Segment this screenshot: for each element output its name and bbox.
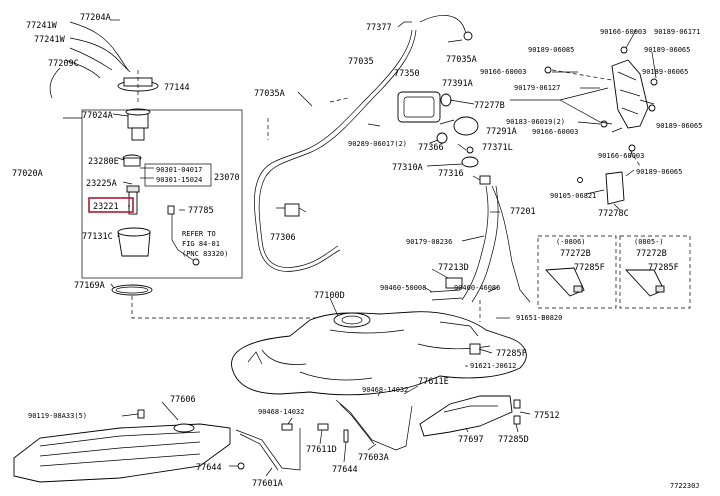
label-77316: 77316 bbox=[438, 169, 464, 179]
label-23225A: 23225A bbox=[86, 179, 117, 189]
label-77644: 77644 bbox=[196, 463, 222, 473]
tank-group bbox=[231, 297, 527, 396]
label-footer-code: 772230J bbox=[670, 482, 700, 490]
label-90183-06019: 90183-06019(2) bbox=[506, 118, 565, 126]
label-91651-B0820: 91651-B0820 bbox=[516, 314, 562, 322]
label-77278C: 77278C bbox=[598, 209, 629, 219]
label-77285F-a: 77285F bbox=[574, 263, 605, 273]
label-77306: 77306 bbox=[270, 233, 296, 243]
label-77169A: 77169A bbox=[74, 281, 105, 291]
label-77285F-b: 77285F bbox=[648, 263, 679, 273]
label-77035A-top: 77035A bbox=[446, 55, 477, 65]
label-90189-06085: 90189-06085 bbox=[528, 46, 574, 54]
label-77366: 77366 bbox=[418, 143, 444, 153]
label-77144: 77144 bbox=[164, 83, 190, 93]
label-90301-15024: 90301-15024 bbox=[156, 176, 202, 184]
label-refer-1: REFER TO bbox=[182, 230, 216, 238]
label-90189-06171: 90189-06171 bbox=[654, 28, 700, 36]
label-77201: 77201 bbox=[510, 207, 536, 217]
label-90189-06065-b: 90189-06065 bbox=[642, 68, 688, 76]
label-90460-46086: 90460-46086 bbox=[454, 284, 500, 292]
label-90105-06821: 90105-06821 bbox=[550, 192, 596, 200]
label-77209C: 77209C bbox=[48, 59, 79, 69]
label-77606: 77606 bbox=[170, 395, 196, 405]
label-90189-06065-d: 90189-06065 bbox=[636, 168, 682, 176]
label-77213D: 77213D bbox=[438, 263, 469, 273]
label-77272B-b: 77272B bbox=[636, 249, 667, 259]
label-77100D: 77100D bbox=[314, 291, 345, 301]
label-77350: 77350 bbox=[394, 69, 420, 79]
label-90166-60003-a: 90166-60003 bbox=[600, 28, 646, 36]
label-77601A: 77601A bbox=[252, 479, 283, 489]
label-77024A: 77024A bbox=[82, 111, 113, 121]
label-90468-14032-b: 90468-14032 bbox=[258, 408, 304, 416]
pump-group bbox=[49, 19, 330, 319]
label-77131C: 77131C bbox=[82, 232, 113, 242]
label-77035: 77035 bbox=[348, 57, 374, 67]
label-77204A: 77204A bbox=[80, 13, 111, 23]
label-90179-06127: 90179-06127 bbox=[514, 84, 560, 92]
label-90119-08A33: 90119-08A33(5) bbox=[28, 412, 87, 420]
label-77241W-b: 77241W bbox=[34, 35, 66, 45]
label-77603A: 77603A bbox=[358, 453, 389, 463]
label-77391A: 77391A bbox=[442, 79, 473, 89]
label-77697: 77697 bbox=[458, 435, 484, 445]
label-77644-b: 77644 bbox=[332, 465, 358, 475]
label-91621-J0612: 91621-J0612 bbox=[470, 362, 516, 370]
label-90460-50008: 90460-50008 bbox=[380, 284, 426, 292]
hose-group bbox=[254, 15, 531, 322]
bottom-group bbox=[13, 385, 531, 483]
label-77241W-a: 77241W bbox=[26, 21, 58, 31]
label-90301-04017: 90301-04017 bbox=[156, 166, 202, 174]
label-77035A-mid: 77035A bbox=[254, 89, 285, 99]
label-box1-title: (-0806) bbox=[556, 238, 586, 246]
label-77512: 77512 bbox=[534, 411, 560, 421]
label-90166-60003-b: 90166-60003 bbox=[480, 68, 526, 76]
label-77310A: 77310A bbox=[392, 163, 423, 173]
label-90166-60003-c: 90166-60003 bbox=[532, 128, 578, 136]
label-77611E: 77611E bbox=[418, 377, 449, 387]
label-77285F-mid: 77285F bbox=[496, 349, 527, 359]
highlight-box bbox=[88, 197, 134, 213]
label-90189-06065-c: 90189-06065 bbox=[656, 122, 702, 130]
label-90179-08236: 90179-08236 bbox=[406, 238, 452, 246]
label-layer: 77241W 77204A 77241W 77209C 77144 77024A… bbox=[12, 13, 702, 490]
label-77272B-a: 77272B bbox=[560, 249, 591, 259]
label-77785: 77785 bbox=[188, 206, 214, 216]
label-90166-60003-d: 90166-60003 bbox=[598, 152, 644, 160]
label-77611D: 77611D bbox=[306, 445, 337, 455]
label-90468-14032-a: 90468-14032 bbox=[362, 386, 408, 394]
label-23221: 23221 bbox=[93, 202, 119, 212]
label-77371L: 77371L bbox=[482, 143, 513, 153]
label-77377: 77377 bbox=[366, 23, 392, 33]
label-77277B: 77277B bbox=[474, 101, 505, 111]
label-refer-2: FIG 84-01 bbox=[182, 240, 220, 248]
label-77020A: 77020A bbox=[12, 169, 43, 179]
label-box2-title: (0805-) bbox=[634, 238, 664, 246]
label-23280E: 23280E bbox=[88, 157, 119, 167]
bracket-group bbox=[510, 29, 691, 309]
label-77291A: 77291A bbox=[486, 127, 517, 137]
label-refer-3: (PNC 83320) bbox=[182, 250, 228, 258]
label-90189-06065-a: 90189-06065 bbox=[644, 46, 690, 54]
label-23070: 23070 bbox=[214, 173, 240, 183]
label-77285D: 77285D bbox=[498, 435, 529, 445]
label-90289-06017: 90289-06017(2) bbox=[348, 140, 407, 148]
